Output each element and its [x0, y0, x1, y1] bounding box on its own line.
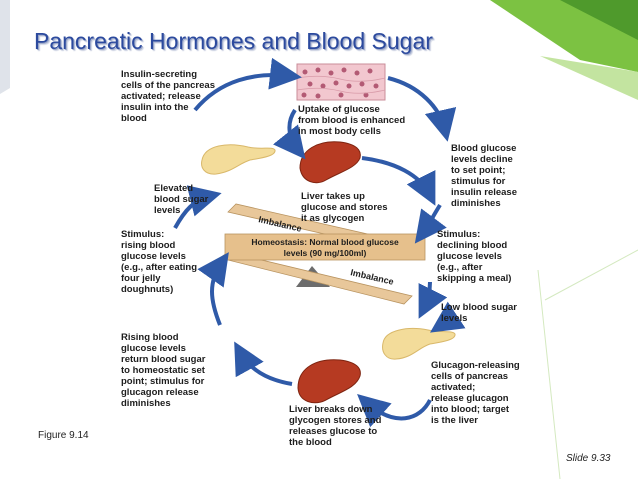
body-cells-image [296, 63, 386, 101]
arrow-declining-to-low [418, 281, 448, 319]
arrow-rising-to-elevated [173, 185, 222, 229]
arrow-rising-to-homeostasis [197, 252, 229, 326]
arrow-low-to-pancreas [430, 301, 466, 333]
arrow-glucagon-to-liver [357, 393, 432, 428]
label-elevated-sugar: Elevated blood sugar levels [154, 183, 209, 216]
decoration-line [537, 269, 561, 479]
slide-number: Slide 9.33 [566, 453, 611, 464]
decoration-green-shape-light [540, 56, 638, 100]
arrow-liver-to-decline [361, 156, 436, 206]
arrow-cells-to-liver [273, 108, 306, 160]
decoration-grey-shape [0, 0, 10, 94]
pancreas-image-top [201, 144, 276, 175]
slide-title: Pancreatic Hormones and Blood Sugar [34, 28, 433, 54]
label-low-sugar: Low blood sugar levels [441, 302, 517, 324]
label-uptake-glucose: Uptake of glucose from blood is enhanced… [298, 104, 406, 137]
label-bg-decline: Blood glucose levels decline to set poin… [451, 143, 518, 209]
label-stimulus-declining: Stimulus: declining blood glucose levels… [437, 229, 512, 284]
homeostasis-label-line2: levels (90 mg/100ml) [284, 248, 367, 258]
homeostasis-beam [224, 233, 426, 261]
label-liver-takes-up: Liver takes up glucose and stores it as … [301, 191, 388, 224]
label-glucagon-releasing: Glucagon-releasing cells of pancreas act… [431, 360, 520, 426]
pancreas-image-bottom [382, 328, 456, 360]
arrow-cells-to-decline [387, 76, 457, 142]
label-rising-return: Rising blood glucose levels return blood… [121, 332, 206, 409]
arrow-liver-to-rising [234, 341, 293, 386]
decoration-green-shape-dark [560, 0, 638, 40]
label-liver-breaks-down: Liver breaks down glycogen stores and re… [289, 404, 382, 448]
figure-label: Figure 9.14 [38, 430, 89, 441]
arrow-pancreas-to-cells [193, 57, 302, 112]
liver-image-top [299, 141, 361, 184]
homeostasis-label-line1: Homeostasis: Normal blood glucose [251, 237, 399, 247]
arrow-decline-to-homeostasis [414, 203, 447, 244]
label-insulin-secreting: Insulin-secreting cells of the pancreas … [121, 69, 215, 124]
liver-image-bottom [297, 359, 361, 404]
decoration-line [544, 249, 638, 301]
label-stimulus-rising: Stimulus: rising blood glucose levels (e… [121, 229, 198, 295]
